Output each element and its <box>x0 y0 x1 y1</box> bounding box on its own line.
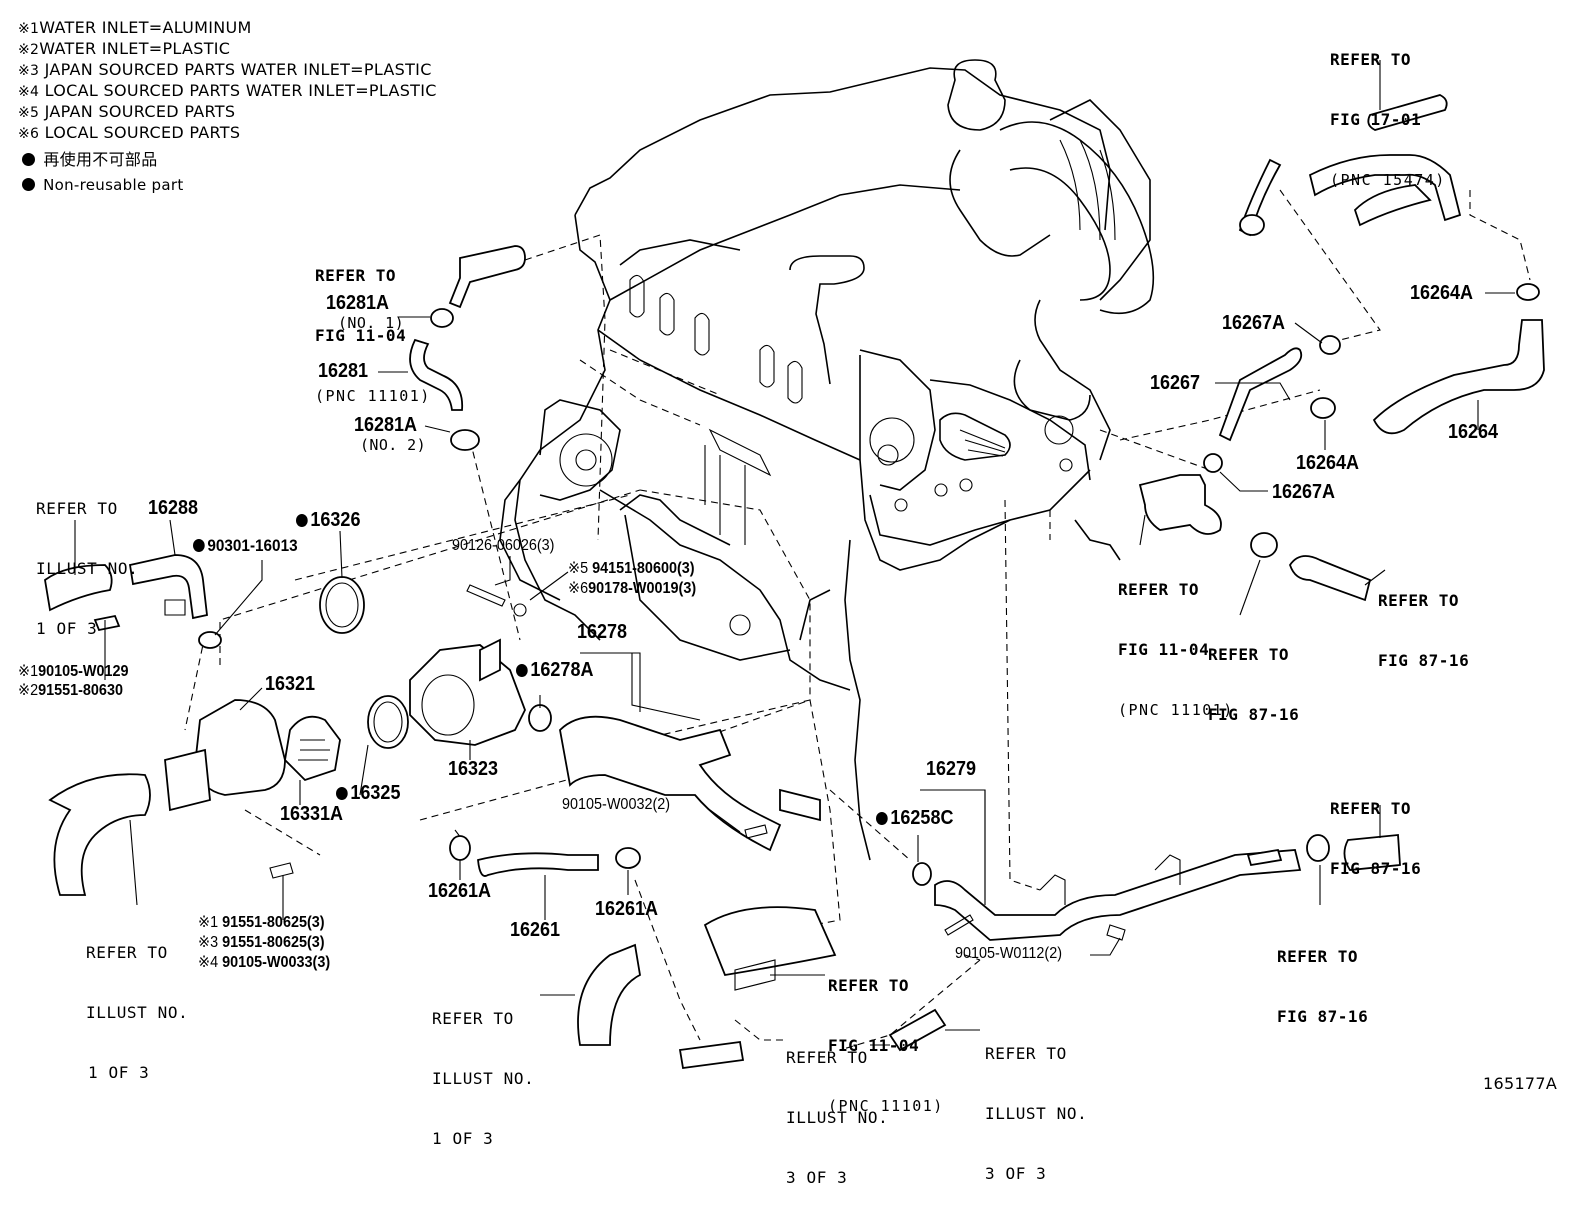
ref-fig-11-04-top: REFER TO FIG 11-04 (PNC 11101) <box>315 266 431 405</box>
non-reusable-dot-icon <box>22 178 35 191</box>
label-16281: 16281 <box>318 360 369 382</box>
non-reusable-dot-icon <box>876 812 888 825</box>
ref-illust-3-a: REFER TO ILLUST NO. 3 OF 3 <box>786 1048 889 1187</box>
label-16278: 16278 <box>577 621 628 643</box>
label-16281A-no2: 16281A <box>354 414 418 436</box>
ref-illust-1-left-top: REFER TO ILLUST NO. 1 OF 3 <box>36 499 139 638</box>
label-90105-W0033: ※4 90105-W0033(3) <box>198 954 331 971</box>
note-2: ※2WATER INLET=PLASTIC <box>18 39 231 58</box>
note-6: ※6 LOCAL SOURCED PARTS <box>18 123 241 142</box>
label-90105-W0112: 90105-W0112(2) <box>955 945 1063 962</box>
parts-shapes <box>44 94 1545 1070</box>
label-16326: 16326 <box>296 510 360 530</box>
label-16264: 16264 <box>1448 421 1499 443</box>
label-16258C: 16258C <box>876 808 953 828</box>
ref-illust-1-left-bottom: REFER TO ILLUST NO. 1 OF 3 <box>86 943 189 1082</box>
label-16261A-left: 16261A <box>428 880 492 902</box>
note-3: ※3 JAPAN SOURCED PARTS WATER INLET=PLAST… <box>18 60 432 79</box>
note-5: ※5 JAPAN SOURCED PARTS <box>18 102 236 121</box>
label-90178-W0019: ※690178-W0019(3) <box>568 580 697 597</box>
ref-illust-3-b: REFER TO ILLUST NO. 3 OF 3 <box>985 1044 1088 1183</box>
note-4: ※4 LOCAL SOURCED PARTS WATER INLET=PLAST… <box>18 81 437 100</box>
label-91551-80625-a: ※1 91551-80625(3) <box>198 914 325 931</box>
figure-id: 165177A <box>1483 1074 1558 1093</box>
label-16267A-top: 16267A <box>1222 312 1286 334</box>
non-reusable-dot-icon <box>516 664 528 677</box>
label-16267A-bottom: 16267A <box>1272 481 1336 503</box>
legend-non-reusable-en: Non-reusable part <box>22 178 184 193</box>
ref-fig-87-16-a: REFER TO FIG 87-16 <box>1378 591 1470 670</box>
label-16264A-bottom: 16264A <box>1296 452 1360 474</box>
throttle-body <box>947 59 1155 461</box>
note-1: ※1WATER INLET=ALUMINUM <box>18 18 252 37</box>
non-reusable-dot-icon <box>22 153 35 166</box>
non-reusable-dot-icon <box>336 787 348 800</box>
label-16281A-no1-sub: (NO. 1) <box>338 314 405 332</box>
label-16321: 16321 <box>265 673 316 695</box>
ref-fig-87-16-c: REFER TO FIG 87-16 <box>1330 799 1422 878</box>
label-90105-W0129: ※190105-W0129 <box>18 663 129 680</box>
non-reusable-dot-icon <box>193 539 205 552</box>
label-16279: 16279 <box>926 758 977 780</box>
label-90126-06026: 90126-06026(3) <box>452 537 555 554</box>
label-16281A-no2-sub: (NO. 2) <box>360 436 427 454</box>
label-16323: 16323 <box>448 758 499 780</box>
label-16261A-right: 16261A <box>595 898 659 920</box>
ref-fig-11-04-right: REFER TO FIG 11-04 (PNC 11101) <box>1118 580 1234 719</box>
label-16267: 16267 <box>1150 372 1201 394</box>
ref-illust-1-bottom: REFER TO ILLUST NO. 1 OF 3 <box>432 1009 535 1148</box>
label-91551-80630: ※291551-80630 <box>18 682 123 699</box>
label-16281A-no1: 16281A <box>326 292 390 314</box>
ref-fig-17-01: REFER TO FIG 17-01 (PNC 15474) <box>1330 50 1446 189</box>
dashed-leaders <box>184 189 1531 1051</box>
legend-non-reusable-jp: 再使用不可部品 <box>22 152 158 168</box>
label-16331A: 16331A <box>280 803 344 825</box>
label-94151-80600: ※5 94151-80600(3) <box>568 560 695 577</box>
ref-fig-87-16-d: REFER TO FIG 87-16 <box>1277 947 1369 1026</box>
engine-block <box>499 67 1121 861</box>
label-16278A: 16278A <box>516 660 593 680</box>
leader-lines <box>74 60 1515 1046</box>
label-90301-16013: 90301-16013 <box>193 537 298 554</box>
label-91551-80625-b: ※3 91551-80625(3) <box>198 934 325 951</box>
label-16264A-top: 16264A <box>1410 282 1474 304</box>
label-90105-W0032: 90105-W0032(2) <box>562 796 671 813</box>
non-reusable-dot-icon <box>296 514 308 527</box>
label-16325: 16325 <box>336 783 400 803</box>
label-16261: 16261 <box>510 919 561 941</box>
engine-cooling-diagram <box>44 59 1545 1070</box>
label-16288: 16288 <box>148 497 199 519</box>
ref-fig-87-16-b: REFER TO FIG 87-16 <box>1208 645 1300 724</box>
